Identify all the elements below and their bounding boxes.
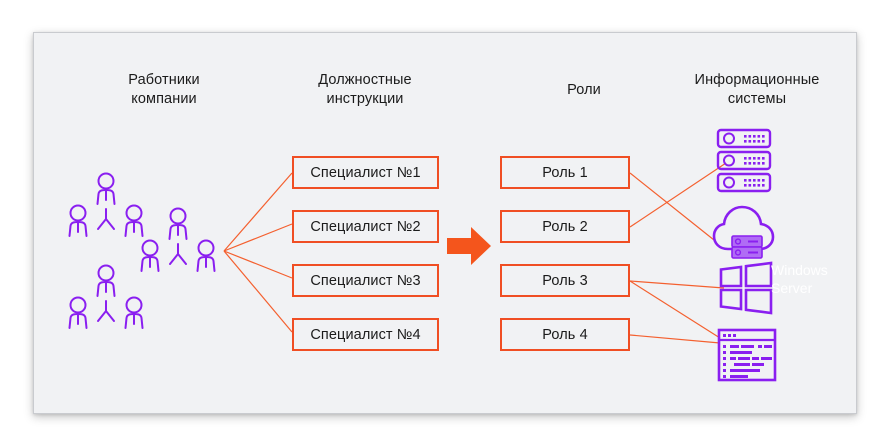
job-description-box-3[interactable]: Специалист №3 <box>292 264 439 297</box>
code-window-icon <box>717 328 777 382</box>
job-description-label: Специалист №4 <box>310 326 421 343</box>
job-description-box-1[interactable]: Специалист №1 <box>292 156 439 189</box>
job-description-label: Специалист №3 <box>310 272 421 289</box>
server-stack-icon <box>716 128 772 193</box>
person-icon <box>140 207 216 272</box>
job-description-box-4[interactable]: Специалист №4 <box>292 318 439 351</box>
role-box-2[interactable]: Роль 2 <box>500 210 630 243</box>
diagram-canvas: Работники компании Должностные инструкци… <box>33 32 857 414</box>
role-label: Роль 4 <box>542 326 588 343</box>
cloud-server-icon <box>712 205 775 259</box>
person-icon <box>68 264 144 329</box>
role-box-4[interactable]: Роль 4 <box>500 318 630 351</box>
column-title-information-systems: Информационные системы <box>694 72 820 107</box>
role-box-1[interactable]: Роль 1 <box>500 156 630 189</box>
column-title-roles: Роли <box>567 82 601 98</box>
windows-logo-icon <box>719 261 773 315</box>
role-label: Роль 2 <box>542 218 588 235</box>
job-description-label: Специалист №2 <box>310 218 421 235</box>
person-icon <box>68 172 144 237</box>
job-description-label: Специалист №1 <box>310 164 421 181</box>
column-title-job-descriptions: Должностные инструкции <box>318 72 412 107</box>
job-description-box-2[interactable]: Специалист №2 <box>292 210 439 243</box>
role-label: Роль 1 <box>542 164 588 181</box>
role-label: Роль 3 <box>542 272 588 289</box>
column-title-employees: Работники компании <box>128 72 200 107</box>
windows-server-label: Windows Server <box>771 262 828 296</box>
arrow-right-icon <box>447 227 491 265</box>
role-box-3[interactable]: Роль 3 <box>500 264 630 297</box>
